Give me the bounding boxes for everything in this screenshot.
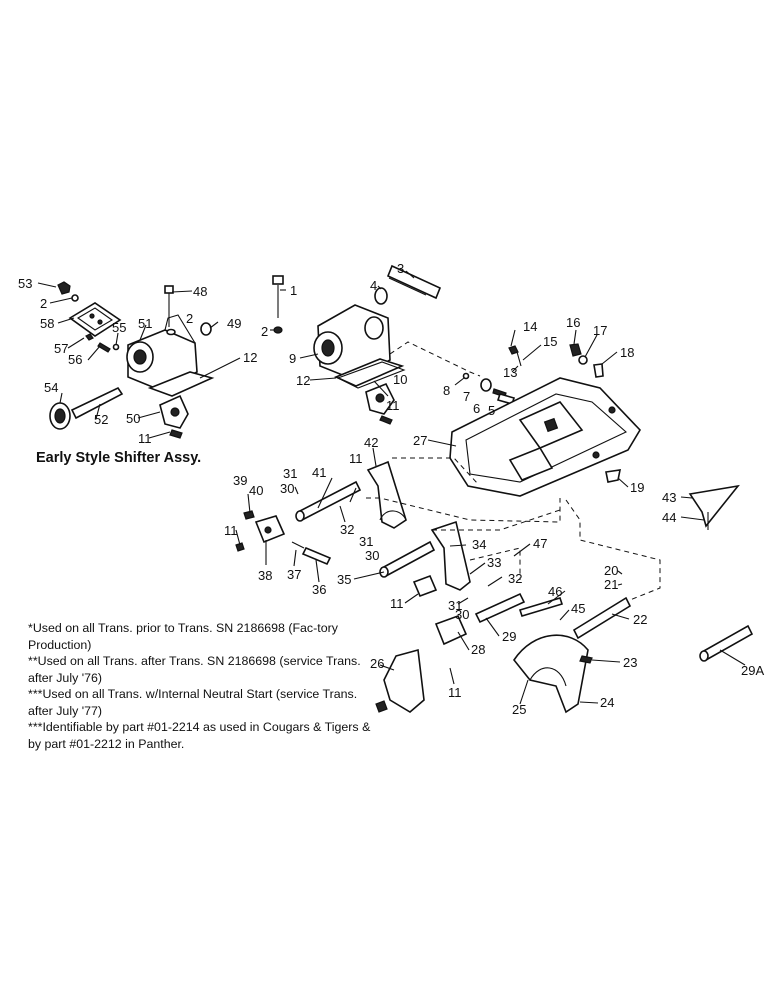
callout-18: 18 <box>620 345 635 360</box>
callout-7: 7 <box>463 389 471 404</box>
leader-lines <box>37 270 746 705</box>
callout-43: 43 <box>662 490 677 505</box>
callout-56: 56 <box>68 352 83 367</box>
callout-32: 32 <box>340 522 355 537</box>
early-shifter-caption: Early Style Shifter Assy. <box>36 450 202 466</box>
callout-9: 9 <box>289 351 297 366</box>
callout-20: 20 <box>604 563 619 578</box>
shift-rail-22 <box>572 596 632 640</box>
shift-fork-34 <box>412 520 471 598</box>
callout-19: 19 <box>630 480 645 495</box>
shifter-housing <box>313 264 442 387</box>
callout-42: 42 <box>364 435 379 450</box>
callout-57: 57 <box>54 341 69 356</box>
callout-30: 30 <box>365 548 380 563</box>
footnote-1: *Used on all Trans. prior to Trans. SN 2… <box>28 621 338 652</box>
callout-10: 10 <box>393 372 408 387</box>
callout-3: 3 <box>397 261 405 276</box>
callout-2: 2 <box>186 311 194 326</box>
callout-13: 13 <box>503 365 518 380</box>
callout-55: 55 <box>112 320 127 335</box>
bracket-43-44 <box>688 484 740 530</box>
early-shifter-housing <box>126 314 215 397</box>
callout-31: 31 <box>448 598 463 613</box>
shift-fork-24-25 <box>513 634 593 714</box>
callout-31: 31 <box>283 466 298 481</box>
callout-17: 17 <box>593 323 608 338</box>
shifter-parts-38-40 <box>235 510 332 566</box>
shift-fork-42 <box>366 460 407 529</box>
callout-22: 22 <box>633 612 648 627</box>
callout-34: 34 <box>472 537 487 552</box>
callout-11: 11 <box>224 523 238 538</box>
callout-39: 39 <box>233 473 248 488</box>
callout-30: 30 <box>280 481 295 496</box>
callout-32: 32 <box>508 571 523 586</box>
callout-11: 11 <box>390 596 404 611</box>
callout-11: 11 <box>448 685 462 700</box>
early-shifter-cover-plate <box>68 302 122 337</box>
callout-8: 8 <box>443 383 451 398</box>
callout-40: 40 <box>249 483 264 498</box>
callout-26: 26 <box>370 656 385 671</box>
callout-11: 11 <box>349 451 363 466</box>
callout-30: 30 <box>455 607 470 622</box>
top-cover-plate <box>449 377 641 497</box>
callout-2: 2 <box>40 296 48 311</box>
callout-46: 46 <box>548 584 563 599</box>
early-shifter-small-parts <box>49 281 212 439</box>
callout-12: 12 <box>296 373 311 388</box>
callout-47: 47 <box>533 536 548 551</box>
callout-14: 14 <box>523 319 538 334</box>
callout-6: 6 <box>473 401 481 416</box>
callout-36: 36 <box>312 582 327 597</box>
shift-rail-35 <box>379 540 436 578</box>
callout-2: 2 <box>261 324 269 339</box>
callout-31: 31 <box>359 534 374 549</box>
callout-49: 49 <box>227 316 242 331</box>
callout-53: 53 <box>18 276 33 291</box>
callout-45: 45 <box>571 601 586 616</box>
callout-29A: 29A <box>741 663 765 678</box>
callout-52: 52 <box>94 412 109 427</box>
fasteners-upper-right <box>462 343 604 405</box>
callout-28: 28 <box>471 642 486 657</box>
shift-rail-41 <box>295 480 362 522</box>
callout-24: 24 <box>600 695 615 710</box>
callout-4: 4 <box>370 278 378 293</box>
callout-38: 38 <box>258 568 273 583</box>
callout-29: 29 <box>502 629 517 644</box>
shifter-bolt <box>272 275 284 334</box>
callout-48: 48 <box>193 284 208 299</box>
callout-16: 16 <box>566 315 581 330</box>
callout-35: 35 <box>337 572 352 587</box>
callout-12: 12 <box>243 350 258 365</box>
callout-1: 1 <box>290 283 298 298</box>
footnote-4: ***Identifiable by part #01-2214 as used… <box>28 720 371 751</box>
callout-41: 41 <box>312 465 327 480</box>
callout-51: 51 <box>138 316 153 331</box>
callout-37: 37 <box>287 567 302 582</box>
callout-23: 23 <box>623 655 638 670</box>
shifter-gasket-and-lever <box>336 361 406 425</box>
callout-25: 25 <box>512 702 527 717</box>
callout-33: 33 <box>487 555 502 570</box>
footnotes: *Used on all Trans. prior to Trans. SN 2… <box>28 620 373 752</box>
callout-54: 54 <box>44 380 59 395</box>
shift-rail-29 <box>474 592 564 624</box>
callout-50: 50 <box>126 411 141 426</box>
footnote-3: ***Used on all Trans. w/Internal Neutral… <box>28 687 358 718</box>
callout-11: 11 <box>386 398 400 413</box>
callout-11: 11 <box>138 431 152 446</box>
shift-rail-29A <box>699 624 754 662</box>
callout-21: 21 <box>604 577 619 592</box>
callout-58: 58 <box>40 316 55 331</box>
shift-fork-26 <box>375 614 468 713</box>
callout-15: 15 <box>543 334 558 349</box>
callout-5: 5 <box>488 403 496 418</box>
footnote-2: **Used on all Trans. after Trans. SN 218… <box>28 654 361 685</box>
callout-27: 27 <box>413 433 428 448</box>
callout-44: 44 <box>662 510 677 525</box>
